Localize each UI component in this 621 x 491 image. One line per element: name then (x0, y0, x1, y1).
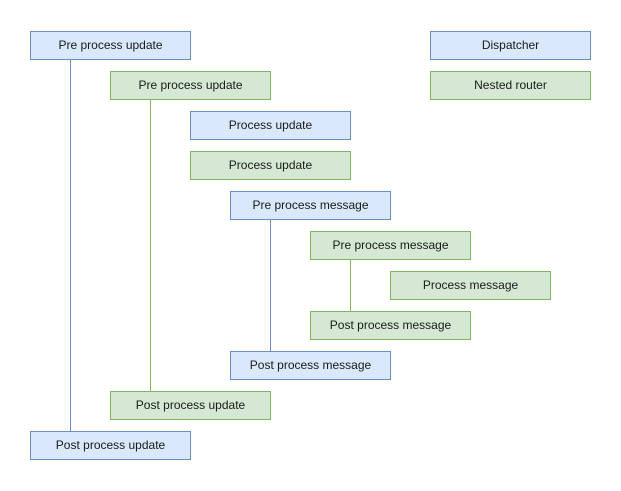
diagram-node[interactable]: Pre process update (30, 31, 191, 60)
diagram-node[interactable]: Pre process message (230, 191, 391, 220)
diagram-node[interactable]: Process message (390, 271, 551, 300)
diagram-node[interactable]: Post process message (230, 351, 391, 380)
connector-line-c4 (350, 260, 351, 311)
connector-line-c3 (270, 220, 271, 351)
diagram-node[interactable]: Process update (190, 151, 351, 180)
diagram-node[interactable]: Post process message (310, 311, 471, 340)
diagram-node[interactable]: Pre process update (110, 71, 271, 100)
diagram-node[interactable]: Process update (190, 111, 351, 140)
connector-line-c1 (70, 60, 71, 431)
connector-line-c2 (150, 100, 151, 391)
legend-item-dispatcher[interactable]: Dispatcher (430, 31, 591, 60)
legend-item-nested-router[interactable]: Nested router (430, 71, 591, 100)
diagram-node[interactable]: Post process update (110, 391, 271, 420)
diagram-node[interactable]: Post process update (30, 431, 191, 460)
diagram-node[interactable]: Pre process message (310, 231, 471, 260)
